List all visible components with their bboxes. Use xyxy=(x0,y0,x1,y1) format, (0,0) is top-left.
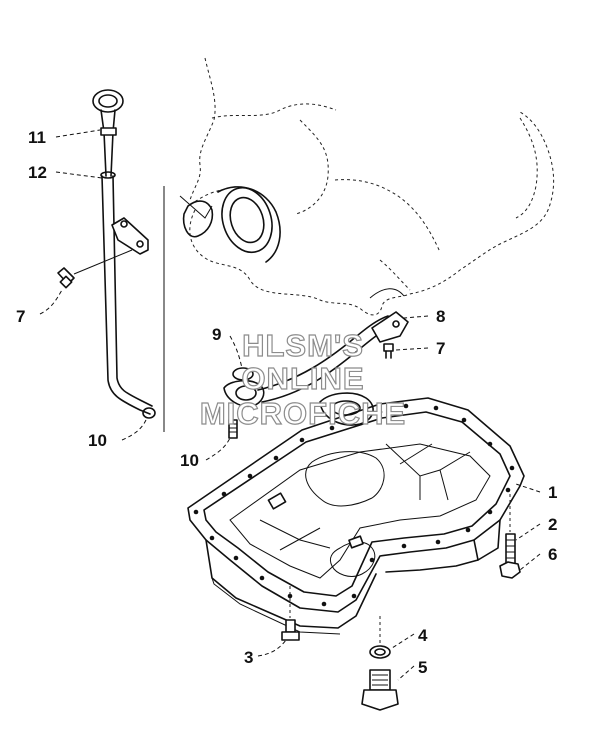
callout-10: 10 xyxy=(180,451,199,470)
tube-bracket xyxy=(111,217,149,255)
oil-pan xyxy=(187,397,525,635)
watermark: HLSM'S ONLINE MICROFICHE xyxy=(199,327,406,431)
watermark-line-1: HLSM'S xyxy=(242,328,364,363)
callout-5: 5 xyxy=(418,658,427,677)
stud-bolt-icon xyxy=(505,533,516,565)
stud-icon xyxy=(228,419,238,439)
engine-block-outline xyxy=(179,57,555,316)
drain-plug-icon xyxy=(361,669,399,711)
bolt-icon xyxy=(57,267,75,289)
callout-1: 1 xyxy=(548,483,557,502)
dipstick-tube xyxy=(100,171,156,419)
leader-lines xyxy=(39,129,541,681)
flange-bolt-holes xyxy=(193,403,515,607)
nut-icon xyxy=(499,561,521,579)
callout-4: 4 xyxy=(418,626,428,645)
callout-8: 8 xyxy=(436,307,445,326)
callout-3: 3 xyxy=(244,648,253,667)
callout-13: 12 xyxy=(28,163,47,182)
callout-labels: 11 12 7 9 8 7 10 10 1 2 6 3 4 5 xyxy=(16,128,557,677)
oil-dipstick xyxy=(92,89,124,177)
watermark-line-2: ONLINE xyxy=(241,361,364,396)
callout-2: 2 xyxy=(548,515,557,534)
callout-7-right: 7 xyxy=(436,339,445,358)
callout-12: 11 xyxy=(28,128,46,147)
bolt-icon xyxy=(383,343,394,359)
callout-11: 10 xyxy=(88,431,107,450)
callout-6: 6 xyxy=(548,545,557,564)
watermark-line-3: MICROFICHE xyxy=(200,396,406,431)
bolt-icon xyxy=(281,619,300,641)
gasket-icon xyxy=(232,367,254,381)
callout-7-left: 7 xyxy=(16,307,25,326)
washer-icon xyxy=(369,645,391,659)
callout-9: 9 xyxy=(212,325,221,344)
